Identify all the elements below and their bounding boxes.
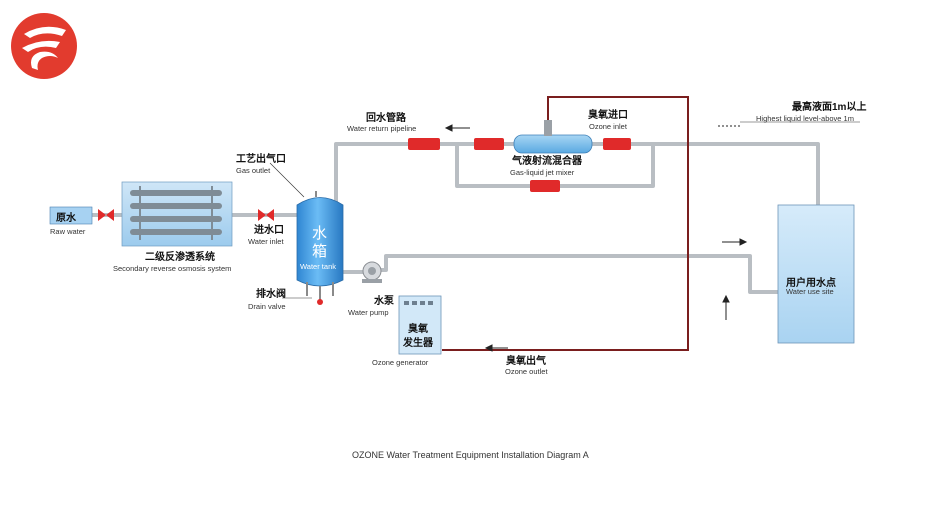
leader-lines	[269, 121, 860, 299]
water-inlet-label-en: Water inlet	[248, 237, 284, 246]
ro-label-en: Secondary reverse osmosis system	[113, 264, 232, 273]
drain-valve-label-en: Drain valve	[248, 302, 286, 311]
raw-water-label-en: Raw water	[50, 227, 86, 236]
return-line-valves	[408, 138, 631, 192]
ozone-generator-label-en: Ozone generator	[372, 358, 429, 367]
company-logo	[11, 13, 77, 79]
drain-valve-label-cn: 排水阀	[256, 289, 286, 300]
ozone-line	[442, 96, 689, 351]
ozone-inlet-label-cn: 臭氧进口	[588, 110, 628, 121]
ozone-generator	[398, 295, 442, 355]
gas-outlet-label-en: Gas outlet	[236, 166, 271, 175]
ozone-outlet-label-en: Ozone outlet	[505, 367, 548, 376]
use-site-label-cn: 用户用水点	[786, 278, 836, 289]
tank-label-cn-1: 水	[312, 225, 328, 242]
tank-label-en: Water tank	[300, 262, 336, 271]
ozone-generator-label-cn-2: 发生器	[403, 338, 433, 349]
raw-water-box	[49, 206, 93, 225]
return-pipeline-label-cn: 回水管路	[366, 113, 406, 124]
return-pipeline-label-en: Water return pipeline	[347, 124, 417, 133]
diagram-caption: OZONE Water Treatment Equipment Installa…	[352, 450, 589, 460]
ozone-generator-label-cn-1: 臭氧	[408, 324, 428, 335]
highest-level-label-en: Highest liquid level-above 1m	[756, 114, 854, 123]
raw-water-label-cn: 原水	[56, 213, 76, 224]
mixer-label-en: Gas-liquid jet mixer	[510, 168, 575, 177]
use-site-label-en: Water use site	[786, 287, 834, 296]
mixer-label-cn: 气液射流混合器	[512, 156, 582, 167]
water-use-site-box	[777, 204, 855, 344]
ro-label-cn: 二级反渗透系统	[145, 252, 215, 263]
ozone-outlet-label-cn: 臭氧出气	[506, 356, 546, 367]
tank-label-cn-2: 箱	[312, 243, 328, 260]
water-inlet-label-cn: 进水口	[254, 225, 284, 236]
gas-outlet-label-cn: 工艺出气口	[236, 154, 286, 165]
ozone-inlet-label-en: Ozone inlet	[589, 122, 627, 131]
water-pump	[362, 261, 382, 283]
highest-level-label-cn: 最高液面1m以上	[792, 102, 867, 113]
ro-system	[121, 181, 233, 247]
water-inlet-valve	[258, 209, 274, 221]
pump-label-cn: 水泵	[374, 296, 394, 307]
flow-arrows	[444, 124, 748, 352]
jet-mixer	[513, 120, 593, 154]
water-tank	[296, 191, 344, 305]
raw-water-valve	[98, 209, 114, 221]
pump-label-en: Water pump	[348, 308, 389, 317]
